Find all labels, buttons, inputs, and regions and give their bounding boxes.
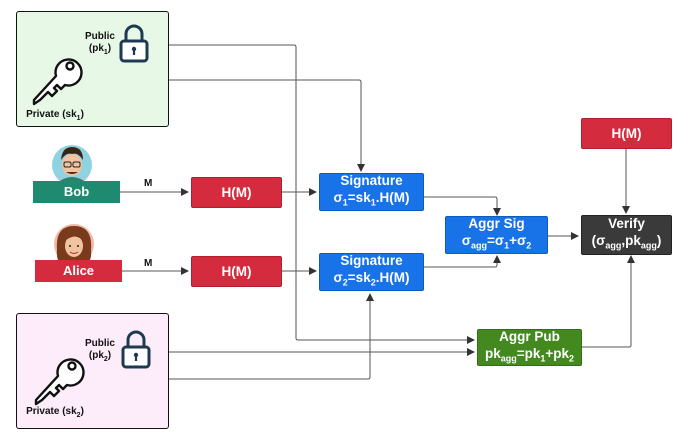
sk2-index: 2: [76, 412, 81, 419]
pk2-prefix: (pk: [88, 350, 104, 361]
index-subscript: 2: [526, 240, 532, 251]
agg-subscript: agg: [500, 353, 517, 364]
formula-part: +pk: [545, 345, 570, 361]
alice-name-bar: Alice: [35, 260, 122, 282]
sk1-title: Private (sk: [26, 109, 77, 120]
aggregate-public-key-node: Aggr Pub pkagg=pk1+pk2: [477, 329, 582, 366]
hash-node-alice: H(M): [191, 256, 282, 287]
index-subscript: 1: [540, 353, 546, 364]
formula-part: .H(M): [375, 190, 410, 206]
aggr-sig-formula: σagg=σ1+σ2: [462, 232, 532, 255]
index-subscript: 2: [569, 353, 575, 364]
aggr-sig-title: Aggr Sig: [468, 216, 525, 232]
sigma-symbol: σ: [333, 270, 343, 286]
pk1-label: Public (pk1): [84, 31, 115, 56]
pk2-title: Public: [84, 338, 115, 349]
sigma-index: 1: [342, 197, 348, 208]
pk1-prefix: (pk: [88, 43, 104, 54]
signature-title: Signature: [340, 173, 403, 189]
sigma-symbol: σ: [333, 190, 343, 206]
sigma-index: 2: [342, 277, 348, 288]
sk2-label: Private (sk2): [26, 406, 84, 419]
sk1-index: 1: [76, 115, 81, 122]
sk1-label: Private (sk1): [26, 109, 84, 122]
aggr-pub-title: Aggr Pub: [499, 328, 560, 344]
formula-part: +σ: [509, 233, 527, 249]
formula-part: σ: [461, 233, 471, 249]
signature-node-1: Signature σ1=sk1.H(M): [319, 173, 424, 211]
agg-subscript: agg: [470, 240, 487, 251]
alice-name: Alice: [62, 263, 95, 278]
bob-message-label: M: [144, 178, 153, 189]
hash-label: H(M): [611, 126, 642, 141]
formula-part: =sk: [347, 190, 371, 206]
verify-title: Verify: [608, 216, 645, 232]
bob-name-bar: Bob: [33, 181, 120, 203]
hash-label: H(M): [221, 264, 252, 279]
formula-part: =σ: [486, 233, 505, 249]
agg-subscript: agg: [640, 240, 657, 251]
formula-part: ): [656, 233, 662, 249]
agg-subscript: agg: [605, 240, 622, 251]
edge-sk1-sig1: [78, 79, 365, 172]
verify-formula: (σagg,pkagg): [592, 232, 662, 255]
signature-title: Signature: [340, 253, 403, 269]
formula-part: .H(M): [375, 270, 410, 286]
signature-node-2: Signature σ2=sk2.H(M): [319, 253, 424, 291]
index-subscript: 1: [504, 240, 510, 251]
aggr-pub-formula: pkagg=pk1+pk2: [485, 345, 574, 368]
signature-formula: σ2=sk2.H(M): [334, 269, 410, 292]
edge-sig2-aggrsig: [424, 255, 501, 268]
sk-index: 1: [370, 197, 376, 208]
sk2-title: Private (sk: [26, 406, 77, 417]
pk2-label: Public (pk2): [84, 338, 115, 363]
verify-node: Verify (σagg,pkagg): [581, 215, 672, 255]
edge-sk2-sig2: [78, 293, 374, 380]
pk1-title: Public: [84, 31, 115, 42]
sk-index: 2: [370, 277, 376, 288]
alice-message-label: M: [144, 258, 153, 269]
formula-part: (σ: [591, 233, 606, 249]
aggregate-signature-node: Aggr Sig σagg=σ1+σ2: [445, 216, 548, 254]
formula-part: =pk: [516, 345, 541, 361]
formula-part: pk: [484, 345, 501, 361]
signature-formula: σ1=sk1.H(M): [334, 189, 410, 212]
hash-label: H(M): [221, 185, 252, 200]
edge-sig1-aggrsig: [424, 196, 501, 216]
formula-part: ,pk: [621, 233, 641, 249]
edge-aggrpub-verify: [582, 255, 635, 348]
formula-part: =sk: [347, 270, 371, 286]
pk1-index: 1: [103, 49, 108, 56]
hash-node-verify: H(M): [581, 118, 672, 149]
edge-pk1-aggrpub: [152, 44, 475, 344]
pk2-index: 2: [103, 356, 108, 363]
hash-node-bob: H(M): [191, 177, 282, 208]
bob-name: Bob: [63, 184, 90, 199]
